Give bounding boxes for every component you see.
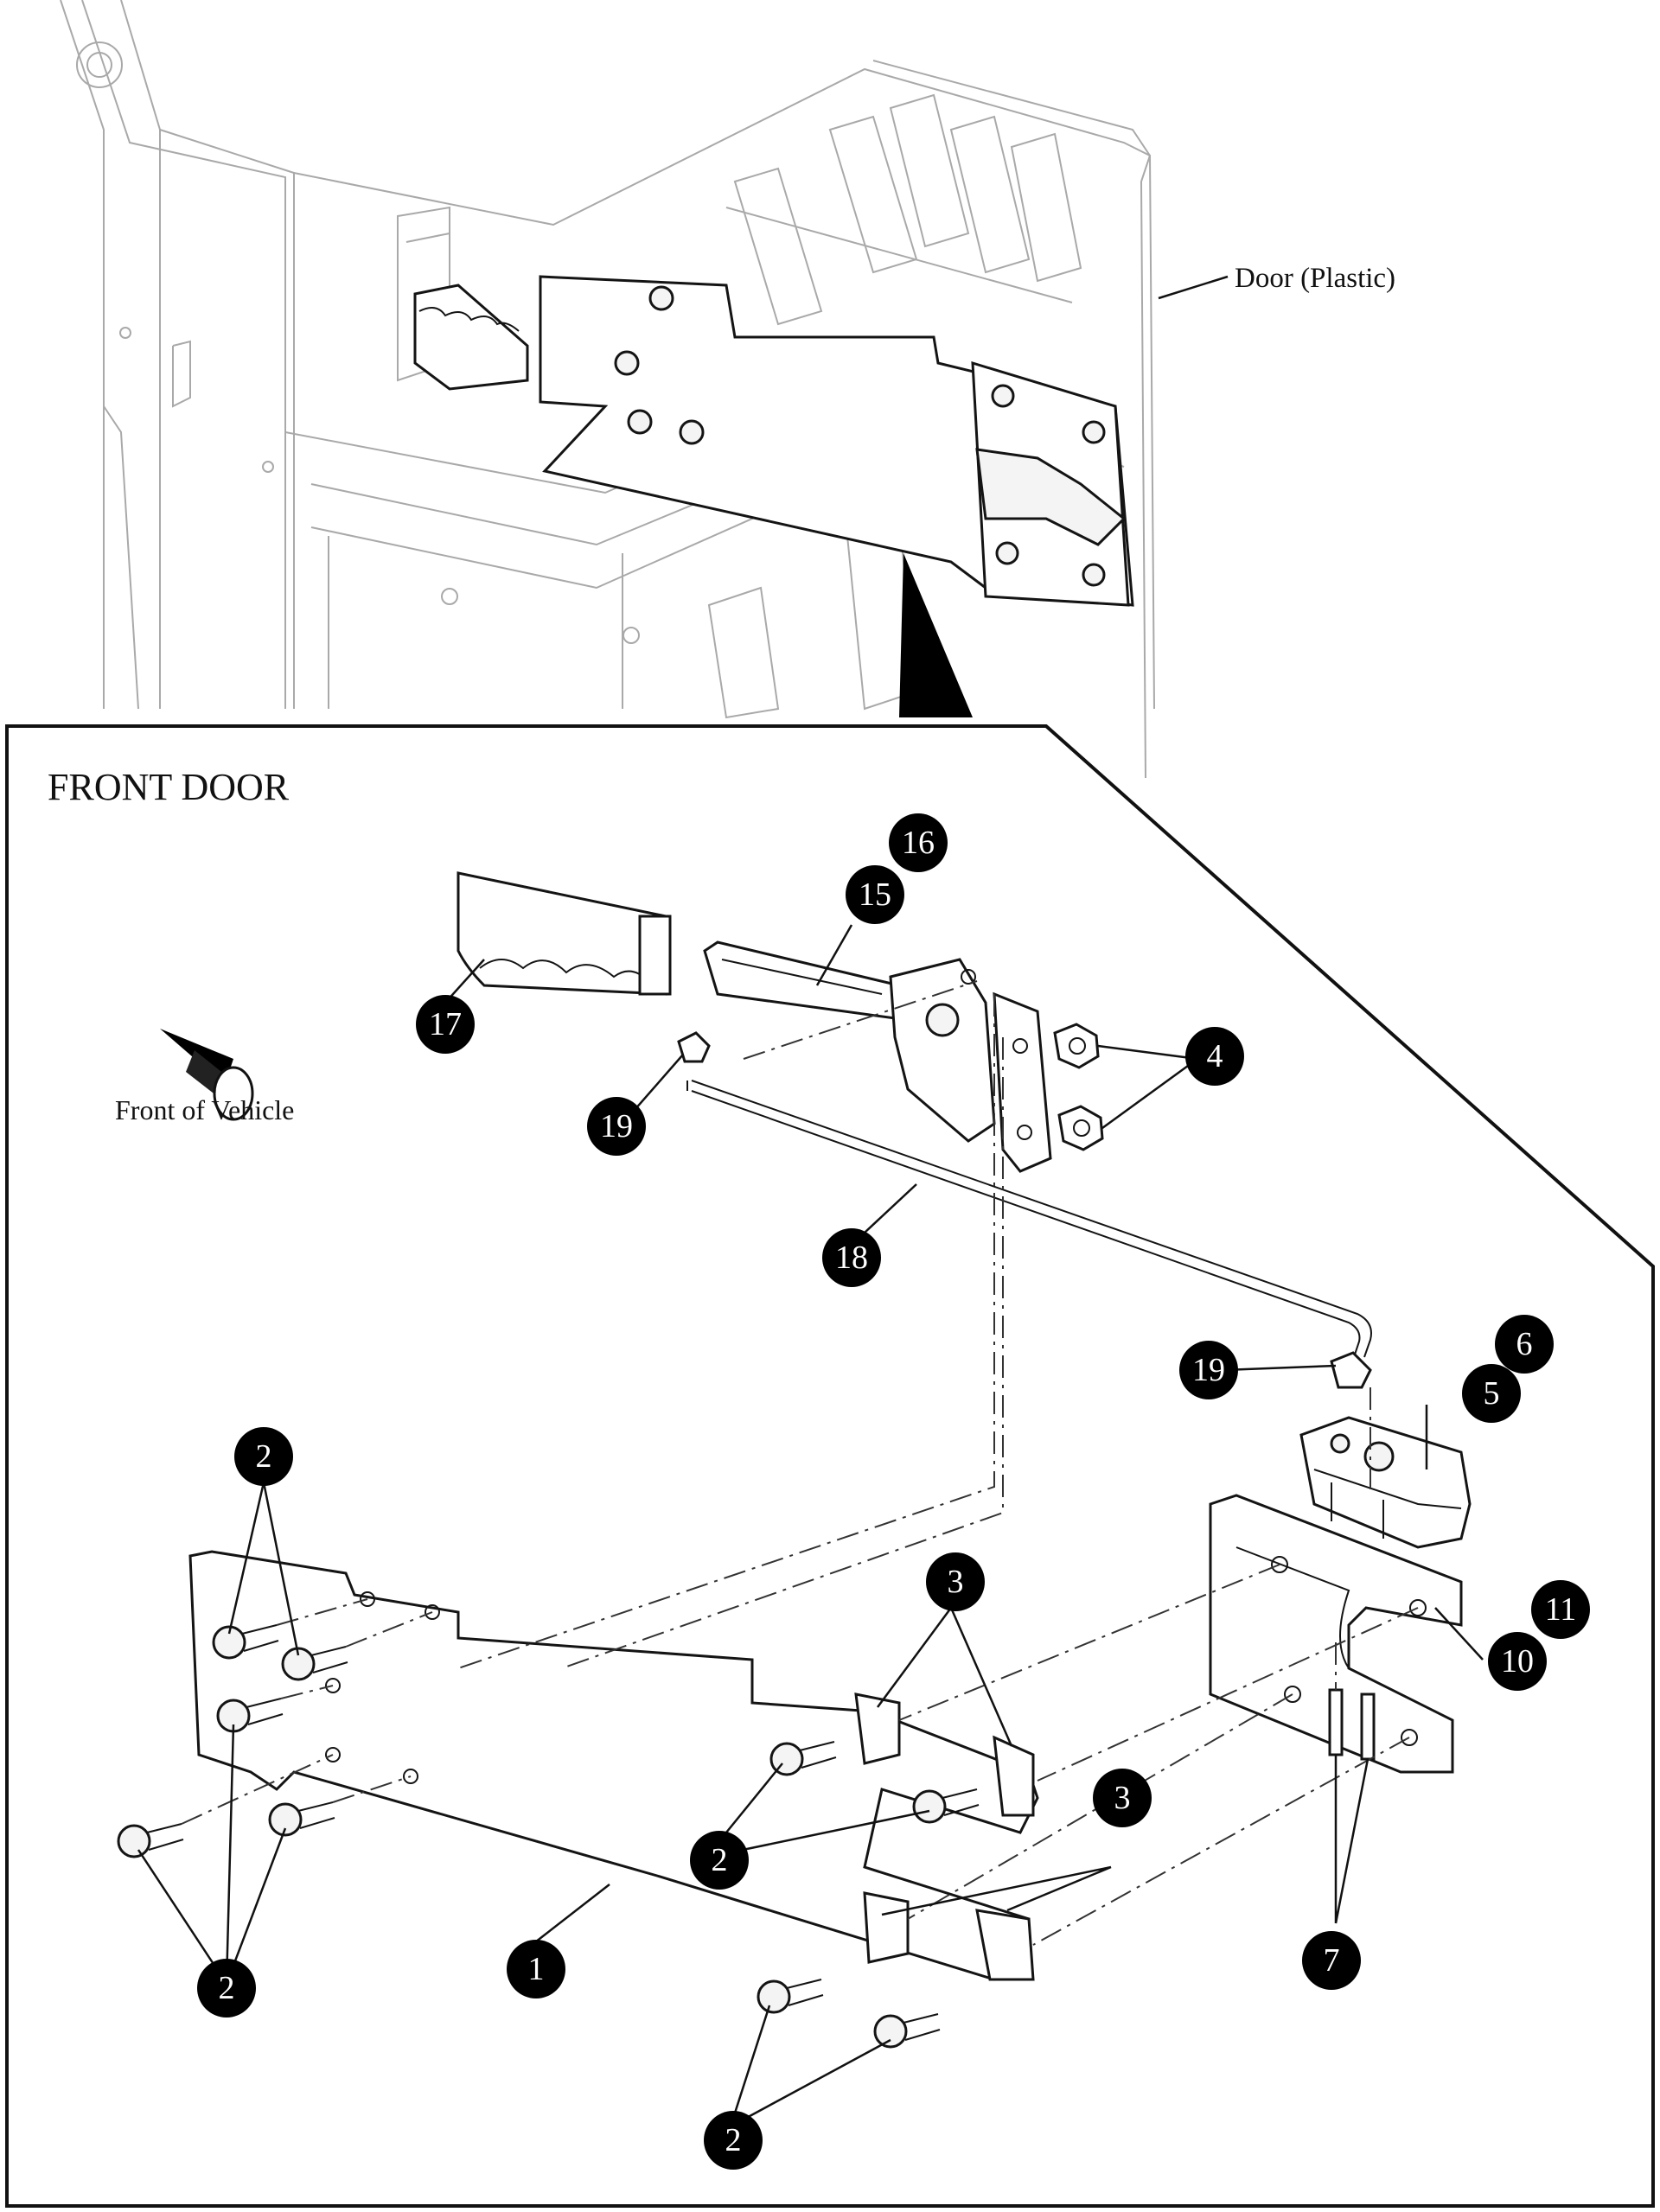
handle-lever <box>703 940 1052 1173</box>
callout-2-top-left: 2 <box>234 1427 293 1486</box>
front-of-vehicle-arrow <box>160 1029 254 1121</box>
screw <box>912 1788 980 1824</box>
striker-bracket <box>1209 1494 1463 1774</box>
svg-text:16: 16 <box>902 825 935 861</box>
svg-text:18: 18 <box>835 1240 868 1276</box>
screw <box>873 2013 941 2049</box>
svg-text:19: 19 <box>600 1108 633 1144</box>
callout-2-bottom: 2 <box>704 2111 763 2170</box>
front-of-vehicle-label: Front of Vehicle <box>115 1094 294 1125</box>
callout-2-middle: 2 <box>690 1831 749 1890</box>
svg-text:2: 2 <box>712 1842 728 1878</box>
svg-text:2: 2 <box>219 1970 235 2006</box>
callout-10: 10 <box>1488 1632 1547 1691</box>
callout-4: 4 <box>1185 1027 1244 1086</box>
inset-frame <box>5 724 1655 2208</box>
screw <box>281 1646 348 1681</box>
svg-text:10: 10 <box>1501 1643 1534 1680</box>
screw <box>268 1801 335 1837</box>
callout-17: 17 <box>416 995 475 1054</box>
nut-upper <box>1053 1023 1100 1069</box>
screw <box>216 1698 284 1733</box>
svg-text:7: 7 <box>1324 1942 1340 1979</box>
nut-lower <box>1057 1105 1104 1151</box>
callout-3-lower: 3 <box>1093 1769 1152 1827</box>
callout-16: 16 <box>889 813 948 872</box>
svg-text:2: 2 <box>256 1438 272 1475</box>
callout-5: 5 <box>1462 1364 1521 1423</box>
svg-text:17: 17 <box>429 1006 462 1042</box>
rod-clip-lower <box>1330 1351 1372 1389</box>
alignment-lines <box>181 980 1419 1946</box>
backing-plate <box>188 1550 1039 1981</box>
svg-text:6: 6 <box>1516 1326 1533 1362</box>
callout-7: 7 <box>1302 1931 1361 1990</box>
screw <box>757 1979 824 2014</box>
door-leader <box>1158 275 1229 300</box>
svg-text:4: 4 <box>1207 1038 1223 1074</box>
callout-3-upper: 3 <box>926 1552 985 1611</box>
rod-clip-upper <box>677 1031 711 1063</box>
screw <box>117 1823 184 1858</box>
svg-text:1: 1 <box>528 1951 545 1987</box>
svg-text:15: 15 <box>859 877 891 913</box>
svg-text:3: 3 <box>948 1564 964 1600</box>
callout-18: 18 <box>822 1228 881 1287</box>
svg-text:3: 3 <box>1114 1780 1131 1816</box>
detail-pointer <box>899 553 973 717</box>
callout-6: 6 <box>1495 1315 1554 1374</box>
svg-text:5: 5 <box>1484 1375 1500 1412</box>
handle-grip <box>456 871 672 996</box>
striker-bolts <box>1328 1688 1376 1761</box>
callout-15: 15 <box>846 865 904 924</box>
svg-text:19: 19 <box>1192 1352 1225 1388</box>
callout-19-lower: 19 <box>1179 1341 1238 1399</box>
svg-text:2: 2 <box>725 2122 742 2158</box>
screw <box>212 1624 279 1660</box>
door-label: Door (Plastic) <box>1235 263 1395 294</box>
latch-rod <box>686 1080 1372 1358</box>
screw-set <box>117 1624 980 2049</box>
callout-19-upper: 19 <box>587 1097 646 1156</box>
callout-1: 1 <box>507 1940 565 1998</box>
installed-latch-assembly <box>413 275 1134 607</box>
inset-title: FRONT DOOR <box>48 766 290 808</box>
callout-11: 11 <box>1531 1580 1590 1639</box>
svg-text:11: 11 <box>1545 1591 1577 1628</box>
callout-2-bottom-left: 2 <box>197 1959 256 2018</box>
